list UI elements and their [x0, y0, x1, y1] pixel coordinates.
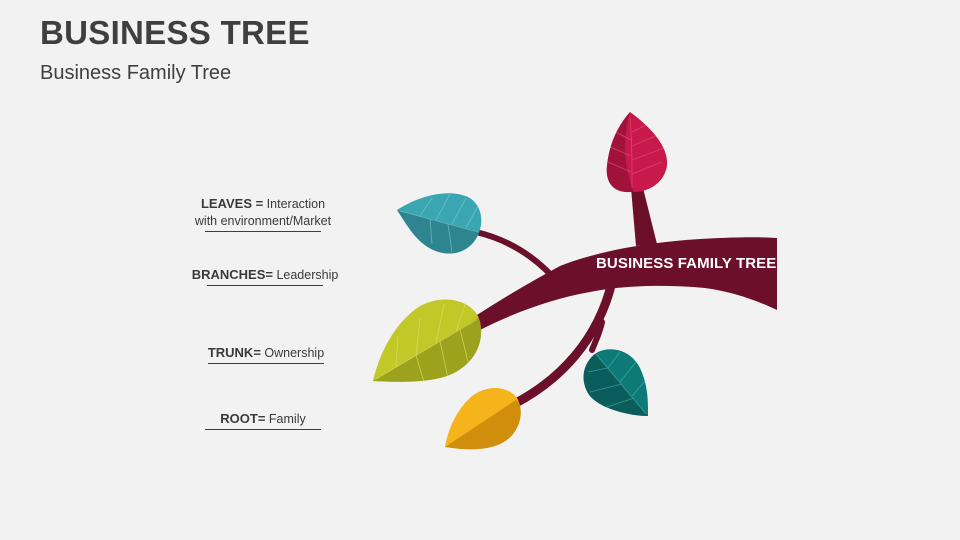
- legend-branches-term: BRANCHES=: [191, 267, 273, 282]
- legend-root-desc: Family: [265, 412, 306, 426]
- legend-branches: BRANCHES= Leadership: [185, 266, 345, 286]
- legend-root-underline: [205, 429, 321, 430]
- legend-leaves-term: LEAVES =: [200, 196, 264, 211]
- leaf-olive: [373, 299, 482, 382]
- legend-trunk-desc: Ownership: [260, 346, 325, 360]
- leaf-crimson: [606, 112, 668, 193]
- legend-leaves-underline: [205, 231, 321, 232]
- trunk-upper: [631, 188, 657, 246]
- leaf-orange: [445, 387, 521, 450]
- legend-root-term: ROOT=: [220, 411, 266, 426]
- stem-teal-light: [473, 229, 555, 279]
- legend-branches-desc: Leadership: [272, 268, 339, 282]
- legend-root: ROOT= Family: [188, 410, 338, 430]
- stem-orange-branch: [509, 277, 617, 409]
- page-title: BUSINESS TREE: [40, 14, 310, 51]
- legend-trunk-term: TRUNK=: [207, 345, 261, 360]
- legend-leaves-desc-2: with environment/Market: [194, 214, 332, 228]
- leaf-teal-dark: [583, 349, 648, 416]
- page-subtitle: Business Family Tree: [40, 62, 232, 84]
- tree-branches: [473, 229, 617, 409]
- stem-teal-dark: [589, 319, 605, 353]
- main-trunk-banner: [466, 237, 777, 330]
- legend-branches-underline: [207, 285, 323, 286]
- leaf-teal-light: [397, 193, 482, 254]
- legend-trunk-underline: [208, 363, 324, 364]
- legend-trunk: TRUNK= Ownership: [188, 344, 344, 364]
- banner-label: BUSINESS FAMILY TREE: [596, 255, 777, 272]
- legend-leaves-desc-1: Interaction: [263, 197, 326, 211]
- legend-leaves: LEAVES = Interaction with environment/Ma…: [185, 195, 341, 232]
